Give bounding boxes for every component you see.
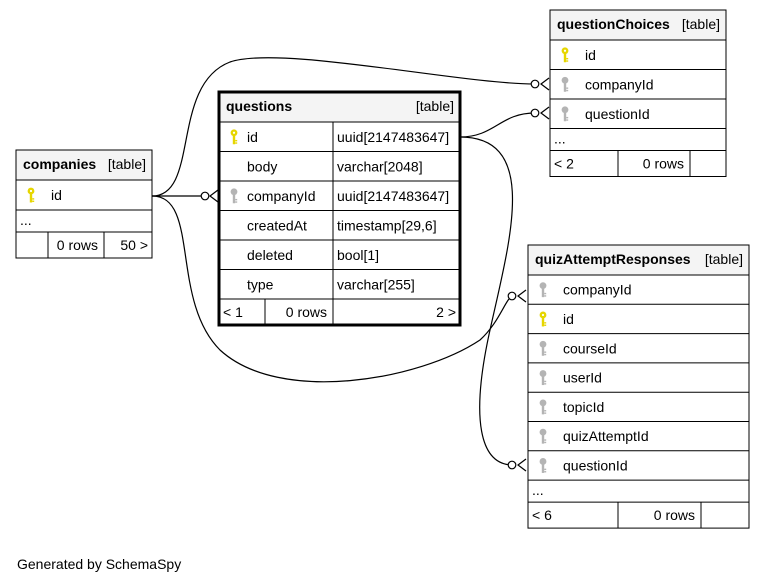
column-row: id uuid[2147483647]: [219, 129, 460, 152]
table-header: [550, 10, 726, 40]
table-border: [549, 9, 727, 177]
column-row: companyId: [550, 76, 726, 100]
generated-by-footer: Generated by SchemaSpy: [17, 556, 182, 572]
parents-count: < 1: [223, 304, 243, 320]
marker-quizattemptresponses-companyid: [507, 289, 527, 303]
column-row: topicId: [528, 399, 749, 422]
table-quizattemptresponses: quizAttemptResponses [table] companyId id co…: [527, 244, 750, 529]
column-name: deleted: [247, 247, 293, 263]
more-columns-indicator: ...: [554, 131, 566, 147]
column-row: questionId: [550, 106, 726, 129]
column-row: deleted bool[1]: [219, 247, 460, 270]
column-name: type: [247, 276, 274, 292]
table-questions: questions [table] id uuid[2147483647] body va…: [217, 90, 462, 327]
column-row: companyId uuid[2147483647]: [219, 188, 460, 211]
table-header: [219, 92, 460, 122]
table-name: questions: [226, 98, 292, 114]
column-row: questionId: [528, 457, 749, 481]
row-count: 0 rows: [654, 507, 695, 523]
row-count: 0 rows: [57, 237, 98, 253]
children-count: 50 >: [120, 237, 148, 253]
column-name: id: [51, 187, 62, 203]
marker-questions-companyid: [200, 189, 219, 203]
relationships: [151, 57, 536, 466]
column-type: varchar[2048]: [337, 158, 423, 174]
relation-questions-quizattemptresponses: [459, 136, 514, 466]
column-row: companyId: [528, 282, 749, 305]
row-count: 0 rows: [286, 304, 327, 320]
parents-count: < 2: [554, 156, 574, 172]
column-name: companyId: [585, 76, 653, 92]
column-name: userId: [563, 370, 602, 386]
more-columns-indicator: ...: [532, 482, 544, 498]
relationship-markers: [200, 77, 550, 472]
table-type-label: [table]: [705, 251, 743, 267]
relation-companies-questionchoices: [151, 57, 536, 197]
column-name: companyId: [247, 188, 315, 204]
table-type-label: [table]: [108, 156, 146, 172]
table-name: questionChoices: [557, 16, 670, 32]
table-type-label: [table]: [682, 16, 720, 32]
relation-companies-quizattemptresponses: [151, 195, 514, 383]
column-name: questionId: [563, 457, 628, 473]
column-row: quizAttemptId: [528, 428, 749, 452]
column-name: id: [563, 311, 574, 327]
primary-key-icon: [539, 311, 547, 327]
column-name: id: [247, 129, 258, 145]
column-name: quizAttemptId: [563, 428, 649, 444]
column-name: body: [247, 158, 277, 174]
parents-count: < 6: [532, 507, 552, 523]
primary-key-icon: [561, 47, 569, 63]
column-type: uuid[2147483647]: [337, 129, 449, 145]
column-row: body varchar[2048]: [219, 158, 460, 182]
table-name: companies: [23, 156, 96, 172]
table-border: [15, 149, 153, 259]
column-name: createdAt: [247, 217, 307, 233]
table-type-label: [table]: [416, 98, 454, 114]
table-border: [527, 244, 750, 529]
column-row: createdAt timestamp[29,6]: [219, 217, 460, 241]
column-name: topicId: [563, 399, 604, 415]
table-header: [528, 245, 749, 275]
primary-key-icon: [27, 187, 35, 203]
column-name: id: [585, 47, 596, 63]
column-row: id: [16, 187, 152, 211]
primary-key-icon: [230, 129, 238, 145]
relation-questions-questionchoices: [459, 112, 536, 138]
more-columns-indicator: ...: [20, 212, 32, 228]
children-count: 2 >: [436, 304, 456, 320]
table-border: [217, 90, 462, 327]
column-row: type varchar[255]: [219, 276, 460, 300]
marker-questionchoices-questionid: [530, 106, 550, 120]
table-questionchoices: questionChoices [table] id companyId questio…: [549, 9, 727, 177]
column-row: courseId: [528, 340, 749, 364]
column-name: companyId: [563, 282, 631, 298]
column-name: courseId: [563, 340, 617, 356]
column-type: bool[1]: [337, 247, 379, 263]
column-type: varchar[255]: [337, 276, 415, 292]
table-name: quizAttemptResponses: [535, 251, 691, 267]
table-header: [16, 150, 152, 180]
column-type: uuid[2147483647]: [337, 188, 449, 204]
column-row: userId: [528, 370, 749, 393]
column-name: questionId: [585, 106, 650, 122]
marker-quizattemptresponses-questionid: [507, 458, 527, 472]
column-type: timestamp[29,6]: [337, 217, 437, 233]
column-row: id: [550, 47, 726, 70]
marker-questionchoices-companyid: [530, 77, 550, 91]
column-row: id: [528, 311, 749, 335]
row-count: 0 rows: [643, 156, 684, 172]
table-companies: companies [table] id... 0 rows 50 >: [15, 149, 153, 259]
